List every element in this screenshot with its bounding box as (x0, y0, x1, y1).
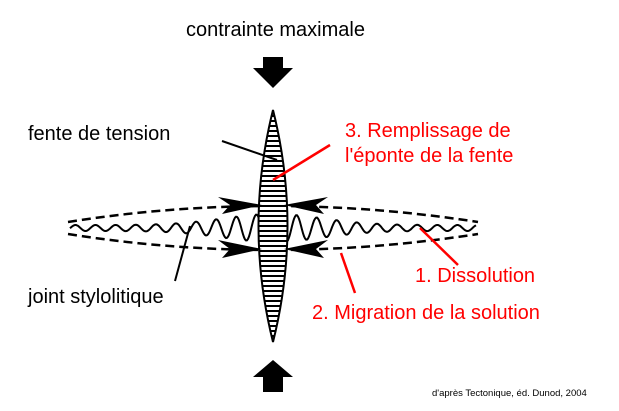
label-dissolution: 1. Dissolution (415, 265, 536, 287)
bottom-stress-arrow (253, 360, 293, 392)
dissolution-leader-line (419, 227, 459, 266)
fente-leader-line (221, 140, 278, 161)
label-fente-de-tension: fente de tension (28, 123, 171, 145)
remplissage-leader-line (272, 143, 331, 182)
migration-leader-line (339, 252, 357, 294)
label-joint-stylolitique: joint stylolitique (28, 286, 164, 308)
top-stress-arrow (253, 57, 293, 88)
migration-arrow-bottom-left (218, 240, 262, 258)
source-credit: d'après Tectonique, éd. Dunod, 2004 (432, 388, 587, 399)
migration-arrow-top-left (218, 197, 262, 214)
joint-leader-line (174, 225, 191, 282)
migration-arrow-bottom-right (284, 240, 328, 258)
title: contrainte maximale (186, 19, 365, 41)
label-remplissage-line1: 3. Remplissage de (345, 120, 511, 142)
migration-arrow-top-right (284, 197, 328, 214)
label-migration: 2. Migration de la solution (312, 302, 540, 324)
label-remplissage-line2: l'éponte de la fente (345, 145, 514, 167)
